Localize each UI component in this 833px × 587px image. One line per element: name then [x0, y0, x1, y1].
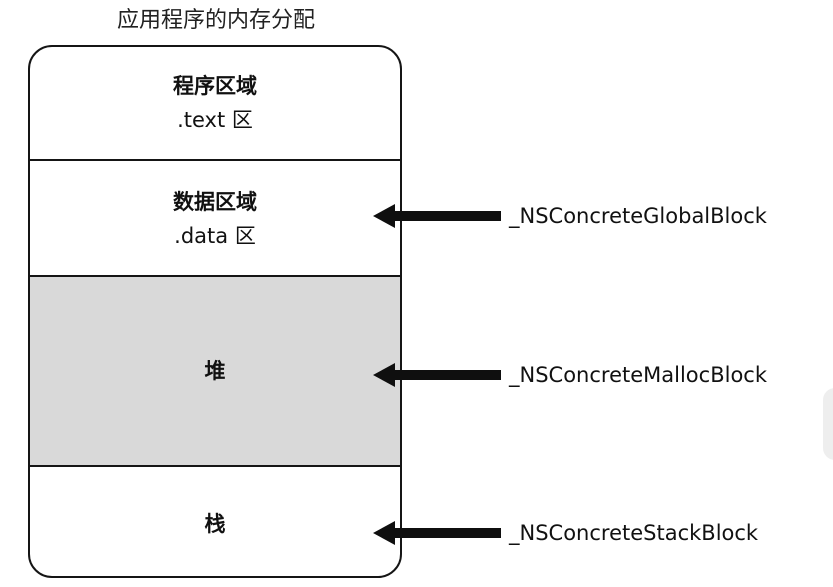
stack-block-label: _NSConcreteStackBlock [509, 521, 759, 545]
data-segment-title: 数据区域 [173, 190, 257, 214]
heap-segment-label: 堆 [204, 359, 226, 383]
global-block-arrow [373, 203, 501, 229]
stack-segment-label: 栈 [204, 511, 226, 536]
heap-segment: 堆 [30, 275, 400, 467]
data-segment-subtitle: .data 区 [174, 224, 256, 248]
stack-segment: 栈 [30, 467, 400, 576]
global-block-label: _NSConcreteGlobalBlock [509, 204, 767, 228]
data-segment: 数据区域 .data 区 [30, 159, 400, 277]
text-segment-subtitle: .text 区 [177, 108, 253, 132]
memory-layout-box: 程序区域 .text 区 数据区域 .data 区 堆 栈 [28, 45, 402, 578]
malloc-block-arrow [373, 362, 501, 388]
stack-block-arrow [373, 520, 501, 546]
text-segment-title: 程序区域 [173, 74, 257, 98]
malloc-block-label: _NSConcreteMallocBlock [509, 363, 767, 387]
text-segment: 程序区域 .text 区 [30, 47, 400, 159]
side-scroll-handle[interactable] [823, 388, 833, 460]
diagram-title: 应用程序的内存分配 [116, 8, 315, 33]
